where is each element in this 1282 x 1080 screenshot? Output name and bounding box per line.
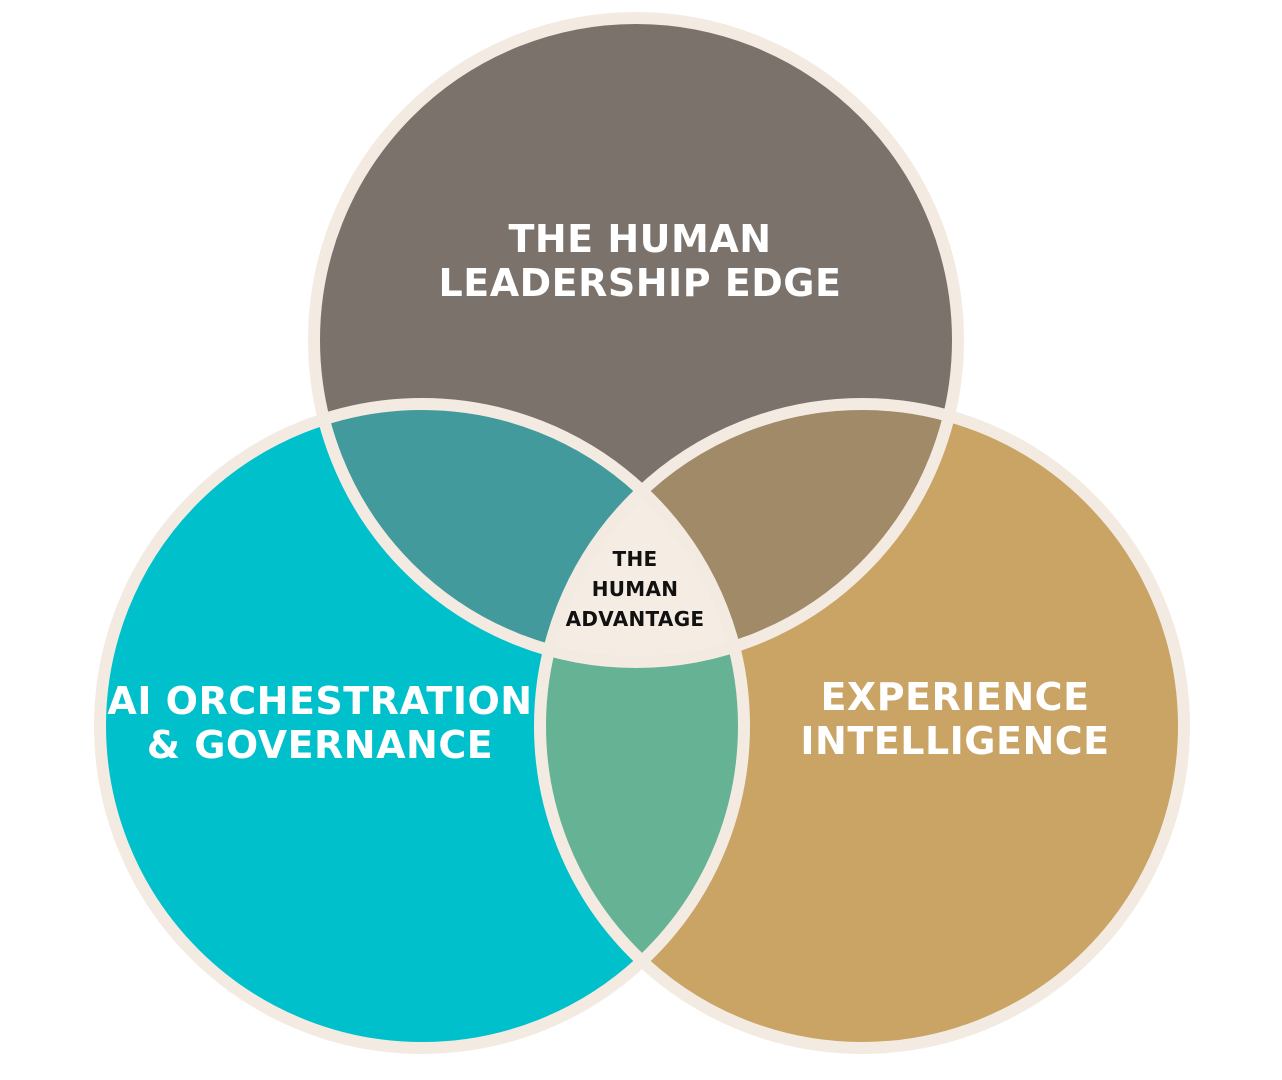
center-label: THE HUMAN ADVANTAGE: [565, 547, 705, 631]
circle-borders: [94, 12, 1190, 1054]
left-circle-label: AI ORCHESTRATION & GOVERNANCE: [107, 679, 533, 767]
right-circle-label: EXPERIENCE INTELLIGENCE: [800, 675, 1110, 763]
top-circle-label: THE HUMAN LEADERSHIP EDGE: [438, 217, 842, 305]
